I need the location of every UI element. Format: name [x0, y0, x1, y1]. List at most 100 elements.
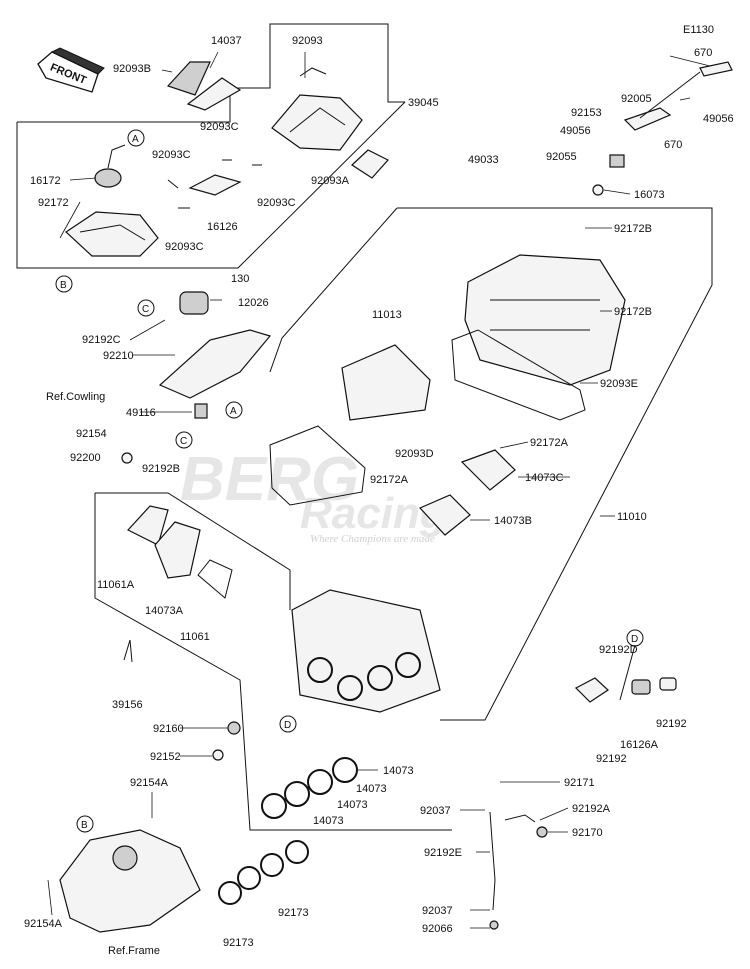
watermark-brand-top: BERG [180, 445, 359, 514]
diagram-code: E1130 [683, 24, 714, 36]
label-92093B: 92093B [113, 63, 151, 75]
label-14073C: 14073C [525, 472, 564, 484]
callout-a-top: A [127, 129, 145, 147]
label-11013: 11013 [372, 309, 402, 321]
cover-piece [65, 211, 159, 257]
solenoid-12026 [179, 291, 209, 315]
label-14037: 14037 [211, 35, 242, 47]
label-39045: 39045 [408, 97, 439, 109]
valve-16172 [94, 144, 126, 188]
label-670-a: 670 [694, 47, 712, 59]
label-14073-c: 14073 [337, 799, 368, 811]
airbox-11010 [291, 589, 441, 713]
callout-d-mid-label: D [284, 720, 291, 731]
gasket-92093A [351, 149, 389, 179]
label-49033: 49033 [468, 154, 499, 166]
duct-14037 [166, 61, 211, 96]
label-92192A: 92192A [572, 803, 611, 815]
hose-92192E [489, 811, 548, 930]
label-92172A-b: 92172A [370, 474, 409, 486]
label-92172: 92172 [38, 197, 69, 209]
bracket-cowling [158, 329, 272, 399]
label-92171: 92171 [564, 777, 595, 789]
label-ref-cowling: Ref.Cowling [46, 391, 105, 403]
label-16172: 16172 [30, 175, 61, 187]
label-14073-a: 14073 [383, 765, 414, 777]
label-92066: 92066 [422, 923, 453, 935]
label-92210: 92210 [103, 350, 134, 362]
label-92192D: 92192D [599, 644, 638, 656]
callout-d-right-label: D [631, 634, 638, 645]
fitting-assembly-49033 [592, 61, 733, 196]
label-92055: 92055 [546, 151, 577, 163]
plate-92093 [186, 77, 242, 111]
label-92170: 92170 [572, 827, 603, 839]
label-92160: 92160 [153, 723, 184, 735]
label-92093: 92093 [292, 35, 323, 47]
label-11061: 11061 [180, 631, 210, 643]
label-92172A-a: 92172A [530, 437, 569, 449]
leader-lines [47, 51, 711, 929]
watermark-brand-bottom: Racing [300, 489, 447, 538]
valve-16126A [574, 644, 677, 703]
bracket-16126 [188, 174, 242, 196]
gasket-92093E [451, 329, 586, 421]
clip-39156 [123, 639, 133, 663]
callout-c-mid-label: C [180, 436, 187, 447]
label-16126A: 16126A [620, 739, 659, 751]
label-92172B-a: 92172B [614, 223, 652, 235]
label-92093D: 92093D [395, 448, 434, 460]
front-arrow-icon: FRONT [37, 47, 105, 93]
part-labels: 92093B 14037 92093 39045 92093C 92093C 1… [24, 35, 734, 957]
label-ref-frame: Ref.Frame [108, 945, 160, 957]
label-14073B: 14073B [494, 515, 532, 527]
label-92154: 92154 [76, 428, 107, 440]
label-92173-a: 92173 [278, 907, 309, 919]
label-92153: 92153 [571, 107, 602, 119]
label-92093C-b: 92093C [152, 149, 191, 161]
label-16073: 16073 [634, 189, 665, 201]
label-92093A: 92093A [311, 175, 350, 187]
label-14073-d: 14073 [313, 815, 344, 827]
label-39156: 39156 [112, 699, 143, 711]
clamps-92173 [218, 840, 309, 905]
stay-92093C-bars [167, 159, 262, 209]
label-92037-a: 92037 [420, 805, 451, 817]
label-130: 130 [231, 273, 249, 285]
label-92154A-a: 92154A [130, 777, 169, 789]
watermark: BERG Racing Where Champions are made [180, 445, 447, 545]
bracket-39045 [271, 67, 363, 151]
label-92093C-a: 92093C [200, 121, 239, 133]
label-92200: 92200 [70, 452, 101, 464]
label-92172B-b: 92172B [614, 306, 652, 318]
label-92192E: 92192E [424, 847, 462, 859]
label-11061A: 11061A [97, 579, 135, 591]
callout-b-bottom: B [76, 815, 94, 833]
label-12026: 12026 [238, 297, 269, 309]
label-92173-b: 92173 [223, 937, 254, 949]
callout-b-label: B [60, 280, 67, 291]
gasket-92093D [269, 425, 366, 506]
assembly-39045-box [16, 23, 406, 269]
label-14073A: 14073A [145, 605, 184, 617]
watermark-tagline: Where Champions are made [310, 533, 435, 545]
label-92192-a: 92192 [656, 718, 687, 730]
label-14073-b: 14073 [356, 783, 387, 795]
label-92192-b: 92192 [596, 753, 627, 765]
funnels-14073 [418, 449, 516, 536]
label-92005: 92005 [621, 93, 652, 105]
label-92093E: 92093E [600, 378, 638, 390]
sensor-49116 [194, 403, 208, 419]
label-92192B: 92192B [142, 463, 180, 475]
element-11013 [341, 344, 431, 421]
callout-a-mid-label: A [230, 406, 237, 417]
label-92093C-d: 92093C [165, 241, 204, 253]
cylinder-head [464, 254, 626, 386]
callout-d-mid: D [279, 715, 297, 733]
callout-a-mid: A [225, 401, 243, 419]
callout-a-label: A [132, 134, 139, 145]
label-670-b: 670 [664, 139, 682, 151]
element-11061 [127, 505, 233, 599]
label-49056-b: 49056 [560, 125, 591, 137]
